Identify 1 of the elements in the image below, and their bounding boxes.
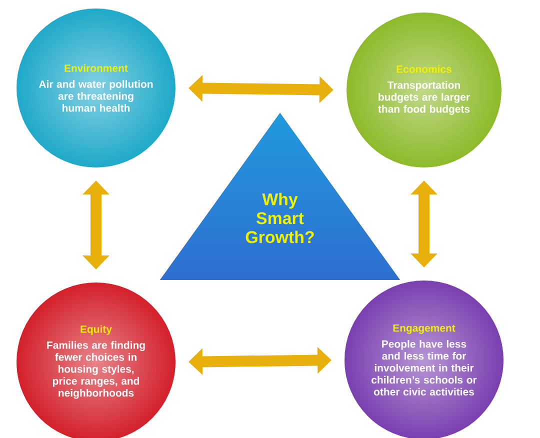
center-triangle: Why Smart Growth? — [160, 113, 400, 280]
